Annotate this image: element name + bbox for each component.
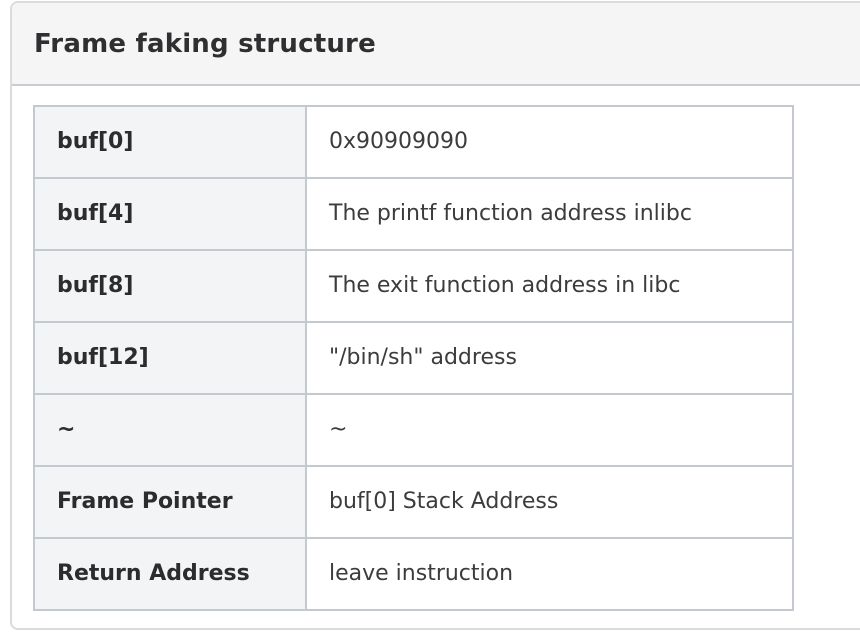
row-value: The exit function address in libc: [305, 249, 794, 323]
row-label: ~: [33, 393, 307, 467]
frame-faking-panel: Frame faking structure buf[0] 0x90909090…: [10, 1, 860, 630]
table-row-return-address: Return Address leave instruction: [33, 537, 794, 611]
table-row-buf12: buf[12] "/bin/sh" address: [33, 321, 794, 395]
row-label: buf[4]: [33, 177, 307, 251]
row-value: "/bin/sh" address: [305, 321, 794, 395]
panel-body: buf[0] 0x90909090 buf[4] The printf func…: [12, 86, 860, 628]
row-label: Return Address: [33, 537, 307, 611]
table-row-buf8: buf[8] The exit function address in libc: [33, 249, 794, 323]
frame-faking-table: buf[0] 0x90909090 buf[4] The printf func…: [33, 105, 794, 611]
row-value: ~: [305, 393, 794, 467]
row-label: Frame Pointer: [33, 465, 307, 539]
panel-header: Frame faking structure: [12, 3, 860, 86]
row-value: buf[0] Stack Address: [305, 465, 794, 539]
row-label: buf[0]: [33, 105, 307, 179]
panel-title: Frame faking structure: [34, 29, 376, 59]
row-value: 0x90909090: [305, 105, 794, 179]
row-label: buf[8]: [33, 249, 307, 323]
table-row-frame-pointer: Frame Pointer buf[0] Stack Address: [33, 465, 794, 539]
row-value: The printf function address inlibc: [305, 177, 794, 251]
table-row-buf4: buf[4] The printf function address inlib…: [33, 177, 794, 251]
table-body: buf[0] 0x90909090 buf[4] The printf func…: [33, 105, 794, 611]
table-row-buf0: buf[0] 0x90909090: [33, 105, 794, 179]
row-label: buf[12]: [33, 321, 307, 395]
table-row-tilde: ~ ~: [33, 393, 794, 467]
row-value: leave instruction: [305, 537, 794, 611]
